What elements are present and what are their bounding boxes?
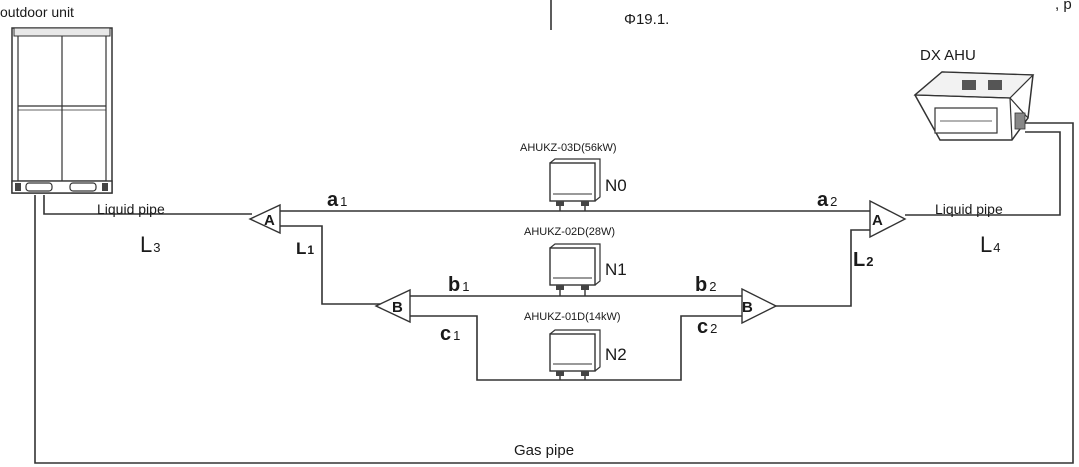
segment-b2-main: b	[695, 274, 707, 296]
ahu-label: DX AHU	[920, 47, 976, 64]
length-l3-sub: 3	[153, 240, 160, 255]
length-l4-label: L4	[980, 232, 1000, 257]
length-l3-main: L	[140, 232, 152, 257]
liquid-pipe-right	[905, 131, 1061, 216]
segment-c2-sub: 2	[710, 321, 717, 336]
liquid-pipe-right-label: Liquid pipe	[935, 201, 1003, 217]
segment-b1-main: b	[448, 274, 460, 296]
kit-n2-icon	[549, 329, 601, 380]
branch-a-left-label: A	[264, 212, 275, 229]
header-value-text: Φ19.1.	[624, 11, 669, 28]
segment-c1-main: c	[440, 323, 451, 345]
segment-b1-sub: 1	[462, 279, 469, 294]
segment-c2-main: c	[697, 316, 708, 338]
header-right-fragment: , p	[1055, 0, 1072, 13]
length-l2-main: L	[853, 249, 865, 271]
kit-n2-id: N2	[605, 345, 627, 364]
pipe-L2	[774, 229, 870, 307]
length-l4-sub: 4	[993, 240, 1000, 255]
branch-a-right-label: A	[872, 212, 883, 229]
segment-b2-sub: 2	[709, 279, 716, 294]
branch-b-left-icon	[374, 288, 411, 324]
length-l2-label: L2	[853, 249, 873, 271]
ahu-icon	[913, 71, 1035, 141]
length-l1-label: L1	[296, 239, 314, 258]
length-l3-label: L3	[140, 232, 160, 257]
kit-n1-icon	[549, 243, 601, 296]
pipe-L1	[280, 225, 380, 305]
kit-n0-model: AHUKZ-03D(56kW)	[520, 142, 617, 154]
branch-a-right-icon	[869, 199, 907, 239]
kit-n1-model: AHUKZ-02D(28W)	[524, 226, 615, 238]
kit-n0-id: N0	[605, 176, 627, 195]
liquid-pipe-left-label: Liquid pipe	[97, 201, 165, 217]
segment-a1-sub: 1	[340, 194, 347, 209]
outdoor-unit-label: outdoor unit	[0, 4, 74, 20]
pipe-c	[410, 315, 745, 381]
segment-c1-sub: 1	[453, 328, 460, 343]
branch-a-left-icon	[248, 203, 281, 235]
liquid-pipe-left	[43, 195, 252, 215]
branch-b-right-label: B	[742, 299, 753, 316]
kit-n2-model: AHUKZ-01D(14kW)	[524, 311, 621, 323]
branch-b-right-icon	[741, 287, 778, 325]
kit-n0-icon	[549, 158, 601, 211]
gas-pipe-label: Gas pipe	[514, 442, 574, 459]
segment-a1-main: a	[327, 189, 339, 211]
outdoor-unit-icon	[11, 27, 113, 194]
length-l2-sub: 2	[866, 254, 873, 269]
gas-pipe	[34, 122, 1074, 464]
length-l4-main: L	[980, 232, 992, 257]
segment-a2-sub: 2	[830, 194, 837, 209]
kit-n1-id: N1	[605, 260, 627, 279]
segment-a2-main: a	[817, 189, 829, 211]
length-l1-sub: 1	[307, 243, 314, 257]
length-l1-main: L	[296, 239, 306, 258]
branch-b-left-label: B	[392, 299, 403, 316]
